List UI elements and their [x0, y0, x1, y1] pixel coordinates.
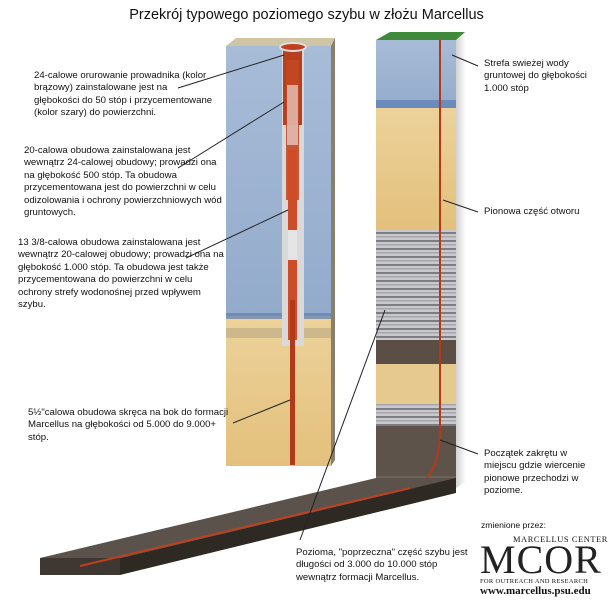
casing-cement-gap	[288, 230, 297, 260]
label-vertical-section: Pionowa część otworu	[484, 206, 580, 217]
regional-grey-band	[376, 404, 456, 426]
credit-center-name: MARCELLUS CENTER	[513, 535, 608, 544]
detail-column-lower-layer	[226, 316, 331, 466]
label-casing-13-3-8: 13 3/8-calowa obudowa zainstalowana jest…	[18, 237, 224, 311]
leader-casing20	[177, 101, 285, 169]
marcellus-shale-band	[376, 426, 456, 476]
casing-5-5-inch	[290, 300, 295, 465]
regional-side-face	[456, 32, 465, 488]
detail-column	[226, 38, 335, 466]
regional-dark-band	[376, 340, 456, 364]
leader-kickoff	[439, 439, 479, 455]
label-horizontal-section: Pozioma, "poprzeczna" część szybu jest d…	[296, 547, 468, 583]
regional-upper-layer	[376, 40, 456, 108]
label-freshwater-zone: Strefa swieżej wody gruntowej do głęboko…	[484, 58, 587, 94]
detail-column-blue-band	[226, 313, 331, 319]
horizontal-formation-slab	[40, 478, 456, 575]
regional-sand-band	[376, 364, 456, 404]
ground-surface-grass	[376, 32, 465, 40]
credit-modified-by: zmienione przez:	[481, 520, 546, 530]
casing-highlight	[287, 85, 298, 145]
detail-column-upper-layer	[226, 46, 331, 316]
regional-grey-layer	[376, 230, 456, 340]
slab-top-face	[40, 478, 456, 558]
label-casing-5-5: 5½"calowa obudowa skręca na bok do forma…	[28, 407, 229, 443]
credit-subtitle: FOR OUTREACH AND RESEARCH	[480, 578, 589, 585]
detail-column-mid-band	[226, 328, 331, 338]
detail-column-side-face	[331, 38, 335, 466]
regional-blue-band	[376, 100, 456, 108]
slab-front-face	[40, 558, 120, 575]
horizontal-wellbore	[79, 487, 411, 567]
leader-casing24	[177, 54, 285, 89]
label-casing-24: 24-calowe orurowanie prowadnika (kolor b…	[34, 70, 213, 119]
wellhead-top	[279, 42, 307, 52]
credit-url: www.marcellus.psu.edu	[480, 585, 591, 597]
diagram-title: Przekrój typowego poziomego szybu w złoż…	[129, 7, 484, 23]
leader-casing55	[232, 399, 291, 424]
regional-sand-layer	[376, 108, 456, 230]
leader-vertical	[442, 199, 479, 213]
slab-side-face	[120, 478, 456, 575]
leader-horizontal	[299, 309, 386, 541]
detail-column-top-face	[226, 38, 335, 46]
label-kickoff-point: Początek zakrętu w miejscu gdzie wiercen…	[484, 448, 586, 497]
leader-freshwater	[451, 54, 479, 67]
regional-column	[376, 32, 465, 489]
leader-lines	[177, 54, 479, 541]
leader-casing1338	[185, 209, 289, 259]
label-casing-20: 20-calowa obudowa zainstalowana jest wew…	[24, 145, 222, 219]
mcor-logo: MCOR	[480, 537, 602, 582]
